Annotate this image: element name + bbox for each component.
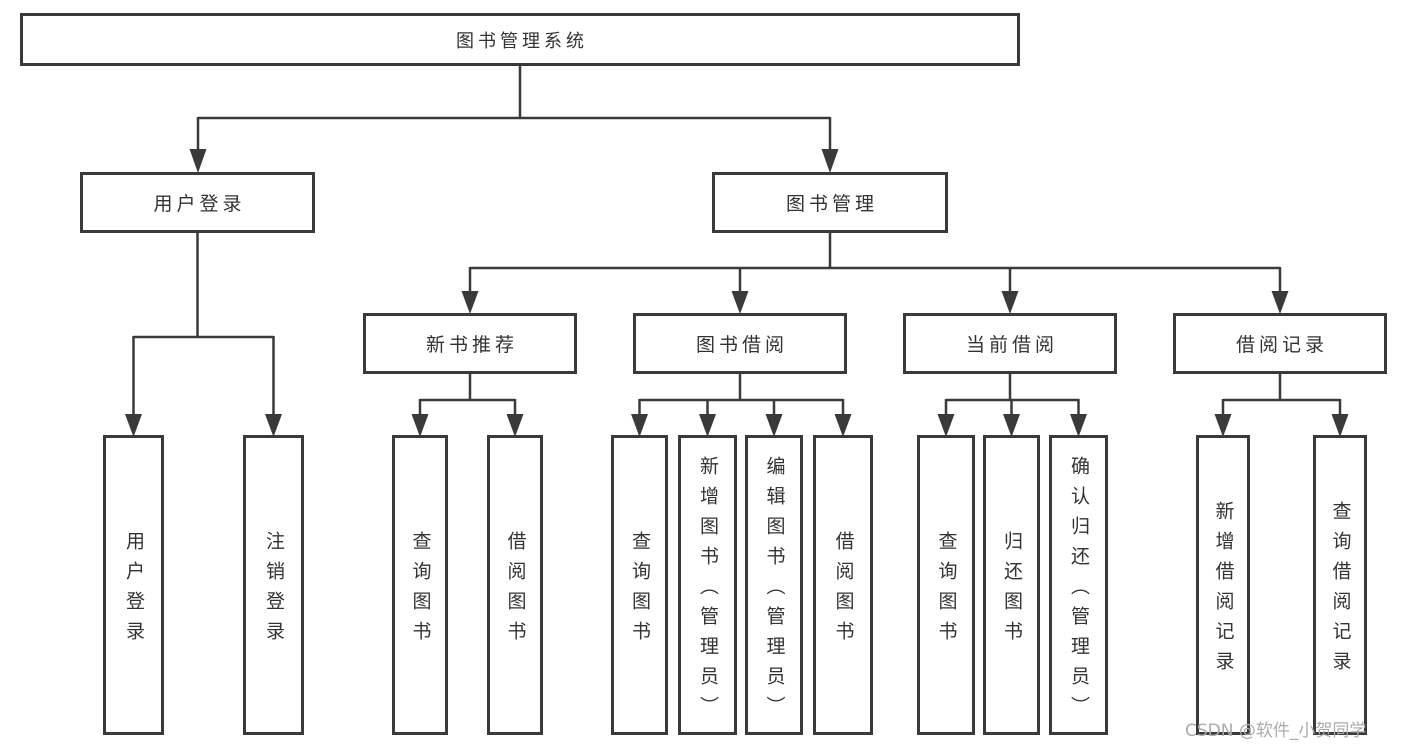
arrowhead-icons — [125, 149, 1349, 437]
node-new-book-recommendation: 新书推荐 — [363, 313, 577, 374]
leaf-query-borrow-record: 查询借阅记录 — [1313, 435, 1367, 735]
node-label: 借阅图书 — [832, 530, 855, 651]
leaf-query-books-borrowing: 查询图书 — [611, 435, 668, 735]
node-label: 借阅记录 — [1235, 334, 1328, 356]
node-label: 用户登录 — [123, 530, 145, 651]
node-book-borrowing: 图书借阅 — [633, 313, 847, 374]
node-label: 新增图书（管理员） — [697, 455, 719, 726]
leaf-query-books-recommend: 查询图书 — [392, 435, 448, 735]
node-label: 确认归还（管理员） — [1068, 455, 1090, 726]
node-label: 用户登录 — [153, 193, 246, 215]
node-label: 当前借阅 — [965, 334, 1058, 356]
leaf-borrow-books: 借阅图书 — [813, 435, 873, 735]
node-label: 新书推荐 — [425, 334, 518, 356]
leaf-query-books-current: 查询图书 — [917, 435, 975, 735]
node-label: 编辑图书（管理员） — [763, 455, 786, 726]
elbow-connectors — [132, 66, 1342, 416]
leaf-logout: 注销登录 — [243, 435, 304, 735]
node-current-borrowing: 当前借阅 — [903, 313, 1117, 374]
node-label: 归还图书 — [1001, 530, 1023, 651]
node-label: 图书管理系统 — [456, 30, 588, 52]
node-label: 借阅图书 — [504, 530, 527, 651]
leaf-return-books: 归还图书 — [983, 435, 1040, 735]
node-label: 查询图书 — [409, 530, 432, 651]
node-library-system: 图书管理系统 — [20, 13, 1020, 66]
node-label: 图书管理 — [785, 193, 878, 215]
node-book-management-branch: 图书管理 — [712, 172, 948, 233]
leaf-add-borrow-record: 新增借阅记录 — [1196, 435, 1250, 735]
leaf-user-login: 用户登录 — [103, 435, 164, 735]
node-label: 图书借阅 — [695, 334, 788, 356]
leaf-confirm-return-admin: 确认归还（管理员） — [1049, 435, 1108, 735]
node-label: 查询图书 — [935, 530, 958, 651]
leaf-edit-books-admin: 编辑图书（管理员） — [745, 435, 803, 735]
node-label: 查询借阅记录 — [1329, 500, 1352, 681]
node-label: 注销登录 — [263, 530, 285, 651]
node-user-login-branch: 用户登录 — [80, 172, 315, 233]
csdn-watermark: CSDN @软件_小贺同学 — [1185, 721, 1367, 741]
leaf-add-books-admin: 新增图书（管理员） — [678, 435, 737, 735]
leaf-borrow-books-recommend: 借阅图书 — [487, 435, 543, 735]
node-label: 新增借阅记录 — [1212, 500, 1235, 681]
node-borrowing-records: 借阅记录 — [1173, 313, 1387, 374]
node-label: 查询图书 — [629, 530, 651, 651]
